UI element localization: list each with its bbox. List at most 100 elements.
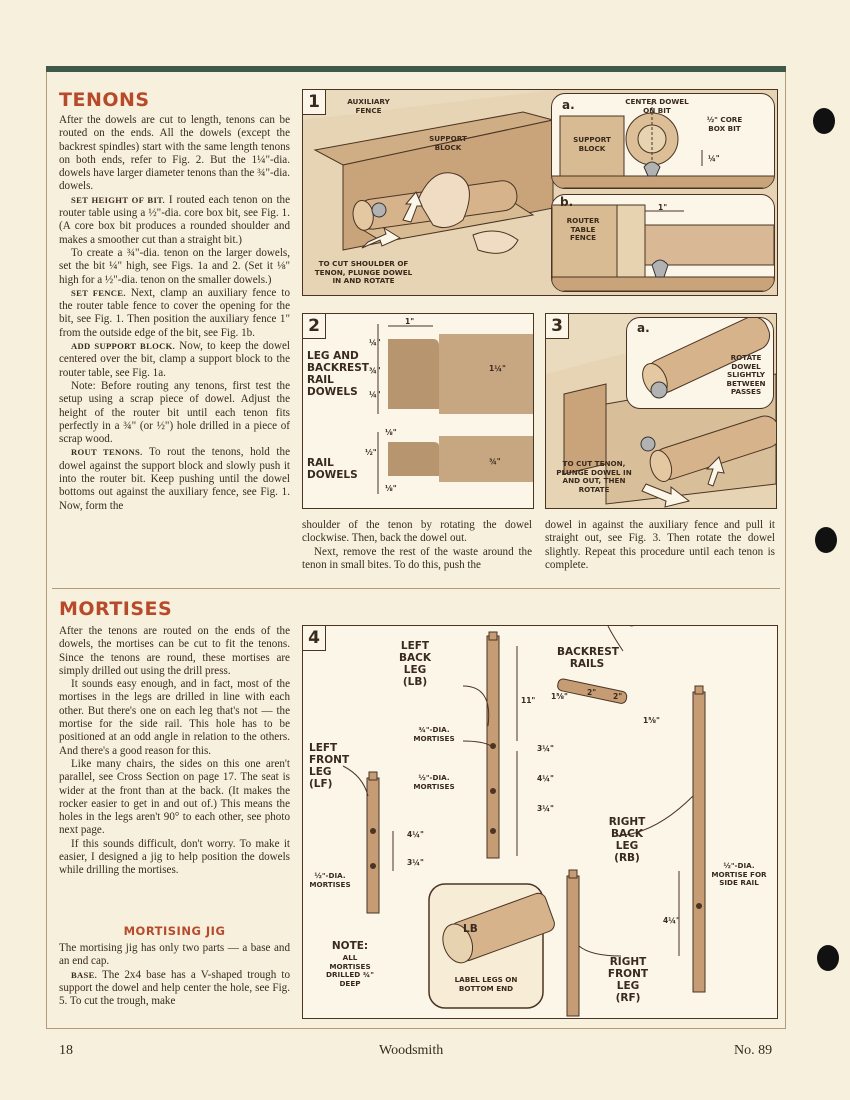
figure-4-drawing xyxy=(342,626,706,1017)
paragraph: To create a ¾"-dia. tenon on the larger … xyxy=(59,247,290,287)
rail-spacing-4: 1⅝" xyxy=(643,716,660,725)
paragraph-text: I routed each tenon on the router table … xyxy=(59,193,290,246)
tenons-heading: TENONS xyxy=(59,89,150,111)
paragraph-text: The 2x4 base has a V-shaped trough to su… xyxy=(59,968,290,1008)
paragraph-text: Note: Before routing any tenons, first t… xyxy=(59,379,290,446)
figure-1b-tag: b. xyxy=(560,195,574,209)
paragraph-text: After the dowels are cut to length, teno… xyxy=(59,114,290,193)
section-divider xyxy=(52,588,780,589)
figure-1a-inset: a. CENTER DOWEL ON BIT ½" CORE BOX BIT S… xyxy=(551,93,775,189)
support-block-a-label: SUPPORT BLOCK xyxy=(573,135,611,153)
run-in-head: SET HEIGHT OF BIT. xyxy=(71,194,165,205)
dim-4-1-4-c: 4¼" xyxy=(663,916,680,925)
run-in-head: ADD SUPPORT BLOCK. xyxy=(71,341,176,352)
run-in-head: BASE. xyxy=(71,969,98,980)
run-in-head: ROUT TENONS. xyxy=(71,447,143,458)
mortises-column: After the tenons are routed on the ends … xyxy=(59,625,290,878)
figure-1: 1 AUXILIARY FENCE SUPPORT BLOCK TO CUT S… xyxy=(302,89,778,296)
leg-dim-3: ¼" xyxy=(369,390,381,399)
paragraph-text: Next, clamp an auxiliary fence to the ro… xyxy=(59,286,290,339)
tenon-length-dim: 1" xyxy=(405,317,415,326)
side-rail-mortise-label: ½"-DIA. MORTISE FOR SIDE RAIL xyxy=(711,861,767,888)
paragraph: After the dowels are cut to length, teno… xyxy=(59,114,290,194)
tenons-column-2: shoulder of the tenon by rotating the do… xyxy=(302,519,532,572)
paragraph-text: Now, to keep the dowel centered over the… xyxy=(59,340,290,379)
figure-4: 4 LEFT BACK LEG (LB) LEFT FRONT LEG (LF)… xyxy=(302,625,778,1019)
figure-4-number: 4 xyxy=(303,626,326,651)
left-front-leg-label: LEFT FRONT LEG (LF) xyxy=(309,742,350,790)
binder-hole-top xyxy=(813,108,835,134)
right-back-leg-label: RIGHT BACK LEG (RB) xyxy=(608,816,646,864)
rail-dim-3: ⅛" xyxy=(385,484,397,493)
right-front-leg-label: RIGHT FRONT LEG (RF) xyxy=(607,956,649,1004)
label-legs-caption: LABEL LEGS ON BOTTOM END xyxy=(454,975,518,993)
figure-3a-inset: a. ROTATE DOWEL SLIGHTLY BETWEEN PASSES xyxy=(626,317,774,409)
tenons-column: After the dowels are cut to length, teno… xyxy=(59,114,290,513)
figure-3-number: 3 xyxy=(546,314,569,339)
figure-1b-drawing xyxy=(552,204,774,291)
page-number: 18 xyxy=(59,1043,73,1058)
figure-3a-tag: a. xyxy=(637,321,650,335)
rail-diameter-dim: ¾" xyxy=(489,457,501,466)
support-block-label: SUPPORT BLOCK xyxy=(429,134,467,152)
figure-1-caption: TO CUT SHOULDER OF TENON, PLUNGE DOWEL I… xyxy=(314,259,413,286)
binder-hole-middle xyxy=(815,527,837,553)
figure-3a-drawing xyxy=(642,318,771,399)
dim-11: 11" xyxy=(521,696,536,705)
rail-dowels-label: RAIL DOWELS xyxy=(307,457,358,481)
figure-1b-inset: b. ROUTER TABLE FENCE 1" xyxy=(551,194,775,292)
half-inch-mortises-label-a: ½"-DIA. MORTISES xyxy=(413,773,455,791)
router-table-fence-label: ROUTER TABLE FENCE xyxy=(566,216,600,243)
mortising-jig-heading: MORTISING JIG xyxy=(123,924,226,938)
issue-number: No. 89 xyxy=(734,1043,773,1058)
half-inch-mortises-label-b: ½"-DIA. MORTISES xyxy=(309,871,351,889)
rail-spacing-3: 2" xyxy=(613,692,623,701)
rotate-dowel-label: ROTATE DOWEL SLIGHTLY BETWEEN PASSES xyxy=(726,353,766,397)
tenons-column-3: dowel in against the auxiliary fence and… xyxy=(545,519,775,572)
leg-diameter-dim: 1¼" xyxy=(489,364,506,373)
paragraph: Like many chairs, the sides on this one … xyxy=(59,758,290,838)
magazine-name: Woodsmith xyxy=(379,1043,444,1058)
figure-3: 3 a. ROTATE DOWEL SLIGHTLY BETWEEN PASSE… xyxy=(545,313,777,509)
tenons-col3-text: dowel in against the auxiliary fence and… xyxy=(545,519,775,571)
rail-dim-2: ½" xyxy=(365,448,377,457)
rail-dim-1: ⅛" xyxy=(385,428,397,437)
left-back-leg-label: LEFT BACK LEG (LB) xyxy=(399,640,431,688)
tenons-col2-text-b: Next, remove the rest of the waste aroun… xyxy=(302,545,532,571)
paragraph: SET FENCE. Next, clamp an auxiliary fenc… xyxy=(59,287,290,340)
leg-dowels-label: LEG AND BACKREST RAIL DOWELS xyxy=(307,350,369,398)
paragraph: After the tenons are routed on the ends … xyxy=(59,625,290,678)
dim-3-1-4-a: 3¼" xyxy=(537,744,554,753)
run-in-head: SET FENCE. xyxy=(71,287,126,298)
figure-3-caption: TO CUT TENON, PLUNGE DOWEL IN AND OUT, T… xyxy=(556,459,632,494)
core-box-bit-label: ½" CORE BOX BIT xyxy=(706,115,743,133)
lb-mark: LB xyxy=(463,923,478,935)
frame-right xyxy=(785,72,786,1028)
figure-2-number: 2 xyxy=(303,314,326,339)
backrest-rails-label: BACKREST RAILS xyxy=(557,646,619,670)
bit-height-dim: ¼" xyxy=(708,154,720,163)
paragraph: BASE. The 2x4 base has a V-shaped trough… xyxy=(59,969,290,1009)
paragraph-text: The mortising jig has only two parts — a… xyxy=(59,942,290,968)
auxiliary-fence-label: AUXILIARY FENCE xyxy=(347,97,390,115)
figure-1a-drawing xyxy=(552,102,774,188)
dim-4-1-4-b: 4¼" xyxy=(407,830,424,839)
rail-spacing-2: 2" xyxy=(587,688,597,697)
figure-1-number: 1 xyxy=(303,90,326,115)
figure-2: 2 1" LEG AND BACKREST RAIL DOWELS ¼" ¾" … xyxy=(302,313,534,509)
paragraph: The mortising jig has only two parts — a… xyxy=(59,942,290,969)
paragraph: SET HEIGHT OF BIT. I routed each tenon o… xyxy=(59,194,290,247)
frame-bottom xyxy=(46,1028,786,1029)
dim-4-1-4-a: 4¼" xyxy=(537,774,554,783)
paragraph-text: It sounds easy enough, and in fact, most… xyxy=(59,678,290,757)
leg-dim-2: ¾" xyxy=(369,366,381,375)
paragraph-text: After the tenons are routed on the ends … xyxy=(59,625,290,677)
mortises-heading: MORTISES xyxy=(59,598,173,620)
top-rule xyxy=(46,66,786,72)
paragraph: ADD SUPPORT BLOCK. Now, to keep the dowe… xyxy=(59,340,290,380)
note-text: ALL MORTISES DRILLED ¾" DEEP xyxy=(326,953,374,988)
paragraph: Note: Before routing any tenons, first t… xyxy=(59,380,290,446)
paragraph-text: If this sounds difficult, don't worry. T… xyxy=(59,837,290,877)
binder-hole-bottom xyxy=(817,945,839,971)
three-quarter-mortises-label: ¾"-DIA. MORTISES xyxy=(413,725,455,743)
